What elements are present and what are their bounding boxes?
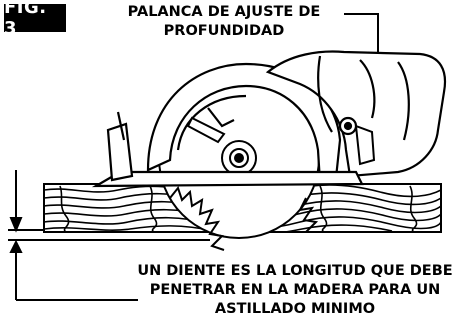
tooth-depth-label-line-1: UN DIENTE ES LA LONGITUD QUE DEBE: [137, 263, 453, 279]
saw-shoe: [91, 111, 364, 188]
blade-guard: [146, 62, 342, 184]
lower-guard-lever: [186, 116, 226, 144]
figure-label: FIG. 3: [4, 0, 66, 39]
tooth-depth-label-line-3: ASTILLADO MINIMO: [214, 301, 376, 317]
saw-motor-body: [265, 50, 447, 178]
tooth-depth-label: UN DIENTE ES LA LONGITUD QUE DEBE PENETR…: [125, 262, 465, 319]
depth-adjust-lever: [354, 124, 376, 166]
tooth-depth-dimension: [8, 170, 210, 301]
depth-lever-label: PALANCA DE AJUSTE DE PROFUNDIDAD: [108, 3, 340, 41]
depth-lever-label-line-1: PALANCA DE AJUSTE DE: [127, 4, 321, 20]
tooth-depth-label-line-2: PENETRAR EN LA MADERA PARA UN: [149, 282, 441, 298]
depth-lever-label-line-2: PROFUNDIDAD: [163, 23, 285, 39]
